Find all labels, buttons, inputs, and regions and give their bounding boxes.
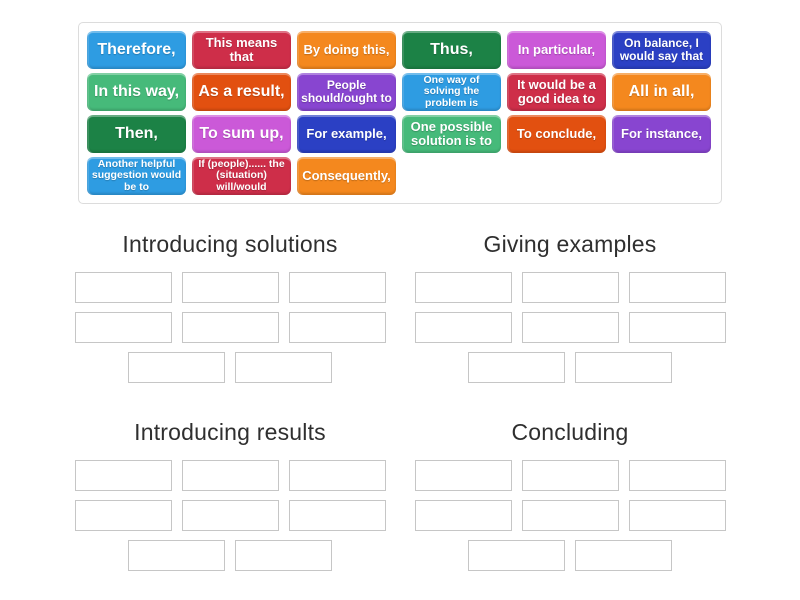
word-tile-label: For instance, [621,125,702,141]
slot-row [60,540,400,571]
word-tile[interactable]: Then, [87,115,186,153]
word-tile[interactable]: Therefore, [87,31,186,69]
drop-slot[interactable] [521,500,619,531]
drop-slot[interactable] [181,272,279,303]
drop-slot[interactable] [288,272,386,303]
category-group: Introducing results [60,418,400,580]
drop-slot[interactable] [521,460,619,491]
drop-slot[interactable] [181,460,279,491]
word-tile[interactable]: One possible solution is to [402,115,501,153]
word-tile-label: People should/ought to [301,78,392,105]
word-tile[interactable]: By doing this, [297,31,396,69]
word-tile[interactable]: To sum up, [192,115,291,153]
category-group: Introducing solutions [60,230,400,392]
word-tile-label: One possible solution is to [410,118,493,148]
drop-slot[interactable] [235,352,332,383]
drop-slot[interactable] [288,500,386,531]
drop-slot[interactable] [74,272,172,303]
word-tile-label: For example, [306,125,387,141]
word-tile-label: As a result, [198,83,285,101]
word-tile[interactable]: If (people)...... the (situation) will/w… [192,157,291,195]
word-tile[interactable]: To conclude, [507,115,606,153]
word-tile[interactable]: People should/ought to [297,73,396,111]
drop-slot[interactable] [468,540,565,571]
drop-slot[interactable] [468,352,565,383]
drop-slot[interactable] [414,312,512,343]
drop-slot[interactable] [628,460,726,491]
word-tile-label: Therefore, [97,41,176,59]
tile-bank: Therefore, This means that By doing this, T… [78,22,722,204]
slot-row [400,352,740,383]
word-tile[interactable]: All in all, [612,73,711,111]
word-tile-label: In particular, [517,41,596,57]
drop-slot[interactable] [414,272,512,303]
word-tile[interactable]: This means that [192,31,291,69]
word-tile-label: All in all, [628,83,695,101]
group-title: Giving examples [483,231,657,257]
slot-row [400,500,740,531]
word-tile-label: This means that [205,34,278,64]
slot-row [400,540,740,571]
drop-slot[interactable] [128,352,225,383]
word-tile[interactable]: As a result, [192,73,291,111]
word-tile-label: On balance, I would say that [619,36,704,63]
drop-slot[interactable] [128,540,225,571]
group-title: Introducing solutions [122,231,338,257]
word-tile[interactable]: One way of solving the problem is [402,73,501,111]
drop-slot[interactable] [521,312,619,343]
category-group: Giving examples [400,230,740,392]
word-tile[interactable]: For instance, [612,115,711,153]
drop-slot[interactable] [628,500,726,531]
slot-row [400,272,740,303]
drop-slot[interactable] [181,500,279,531]
slot-row [400,460,740,491]
slot-row [60,312,400,343]
drop-slot[interactable] [575,540,672,571]
slot-row [400,312,740,343]
drop-slot[interactable] [628,272,726,303]
drop-slot[interactable] [74,460,172,491]
word-tile-label: Consequently, [302,167,391,183]
word-tile-label: Then, [115,125,158,143]
word-tile[interactable]: In particular, [507,31,606,69]
group-title: Concluding [511,419,629,445]
drop-slot[interactable] [414,460,512,491]
word-tile[interactable]: Thus, [402,31,501,69]
word-tile[interactable]: It would be a good idea to [507,73,606,111]
slot-row [60,500,400,531]
word-tile-label: One way of solving the problem is [423,74,480,109]
drop-slot[interactable] [414,500,512,531]
word-tile-label: It would be a good idea to [517,76,596,106]
word-tile-label: To sum up, [199,125,284,143]
drop-slot[interactable] [575,352,672,383]
word-tile-label: By doing this, [303,41,390,57]
drop-slot[interactable] [628,312,726,343]
word-tile-label: To conclude, [516,125,597,141]
word-tile[interactable]: In this way, [87,73,186,111]
word-tile-label: If (people)...... the (situation) will/w… [198,158,285,193]
word-tile-label: Thus, [430,41,473,59]
drop-slot[interactable] [74,312,172,343]
drop-slot[interactable] [521,272,619,303]
group-title: Introducing results [134,419,326,445]
category-group: Concluding [400,418,740,580]
word-tile[interactable]: On balance, I would say that [612,31,711,69]
slot-row [60,352,400,383]
word-tile-label: In this way, [93,83,180,101]
slot-row [60,272,400,303]
word-tile[interactable]: Consequently, [297,157,396,195]
drop-slot[interactable] [288,312,386,343]
word-tile-label: Another helpful suggestion would be to [91,158,182,193]
drop-slot[interactable] [235,540,332,571]
word-tile[interactable]: For example, [297,115,396,153]
drop-slot[interactable] [181,312,279,343]
word-tile[interactable]: Another helpful suggestion would be to [87,157,186,195]
slot-row [60,460,400,491]
drop-slot[interactable] [288,460,386,491]
drop-slot[interactable] [74,500,172,531]
